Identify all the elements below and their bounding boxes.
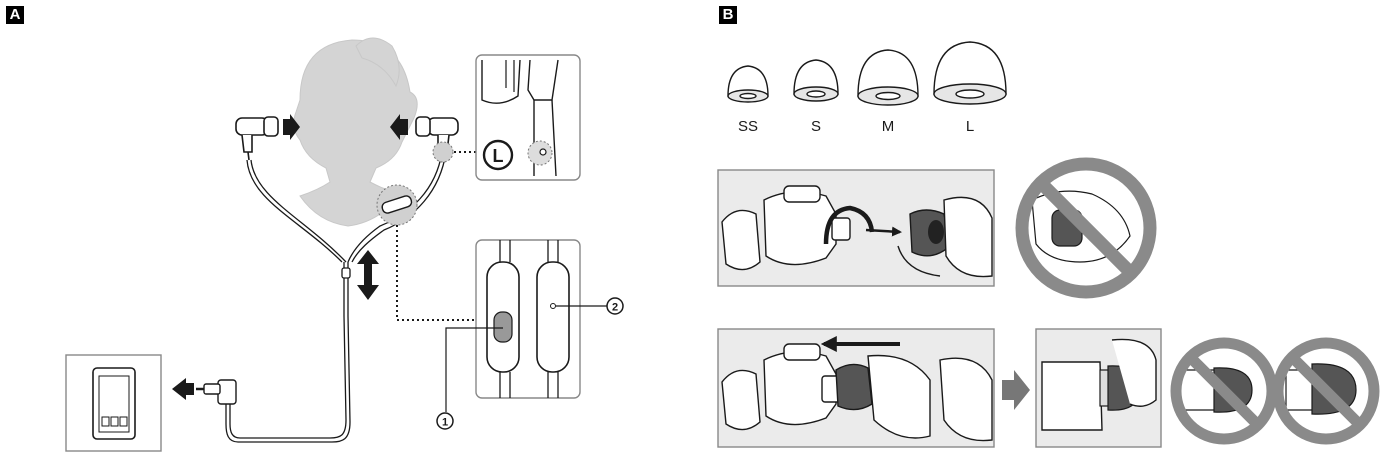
- panel-a-label: A: [6, 6, 24, 24]
- panel-b-label: B: [719, 6, 737, 24]
- earbud-left-icon: [235, 116, 279, 161]
- slide-adjust-arrow-icon: [357, 250, 379, 300]
- callout-1-label: 1: [442, 417, 448, 429]
- inset-left-earbud: [475, 54, 581, 181]
- remote-control-icon: [376, 184, 418, 226]
- ear-tip-size-ss: SS: [738, 118, 758, 135]
- inset-remote-control: [475, 239, 581, 399]
- prohibited-twist-icon: [1015, 157, 1157, 299]
- remove-ear-tip-step: [717, 169, 995, 287]
- headphone-cable: [225, 151, 447, 443]
- left-side-mark-label: L: [493, 146, 504, 166]
- ear-tip-l-icon: [933, 41, 1007, 105]
- ear-tip-s-icon: [793, 59, 839, 102]
- attach-ear-tip-step: [717, 328, 995, 448]
- ear-tip-size-l: L: [966, 118, 974, 135]
- ear-tip-size-m: M: [882, 118, 895, 135]
- arrow-right-earbud-icon: [390, 114, 408, 140]
- callout-2-label: 2: [612, 302, 618, 314]
- prohibited-fit-icon-1: [1170, 337, 1278, 445]
- smartphone-icon: [65, 354, 162, 452]
- arrow-left-earbud-icon: [283, 114, 300, 140]
- correct-fit-inset: [1035, 328, 1162, 448]
- next-step-arrow-icon: [1002, 370, 1030, 410]
- arrow-to-phone-icon: [172, 378, 194, 400]
- callout-1-circle: [436, 412, 454, 430]
- ear-tip-ss-icon: [727, 65, 769, 103]
- ear-tip-m-icon: [857, 49, 919, 106]
- headphone-plug-icon: [196, 379, 237, 405]
- prohibited-fit-icon-2: [1272, 337, 1380, 445]
- earbud-l-callout: [432, 141, 454, 163]
- ear-tip-size-s: S: [811, 118, 821, 135]
- callout-2-circle: [606, 297, 624, 315]
- earbud-right-icon: [415, 116, 459, 153]
